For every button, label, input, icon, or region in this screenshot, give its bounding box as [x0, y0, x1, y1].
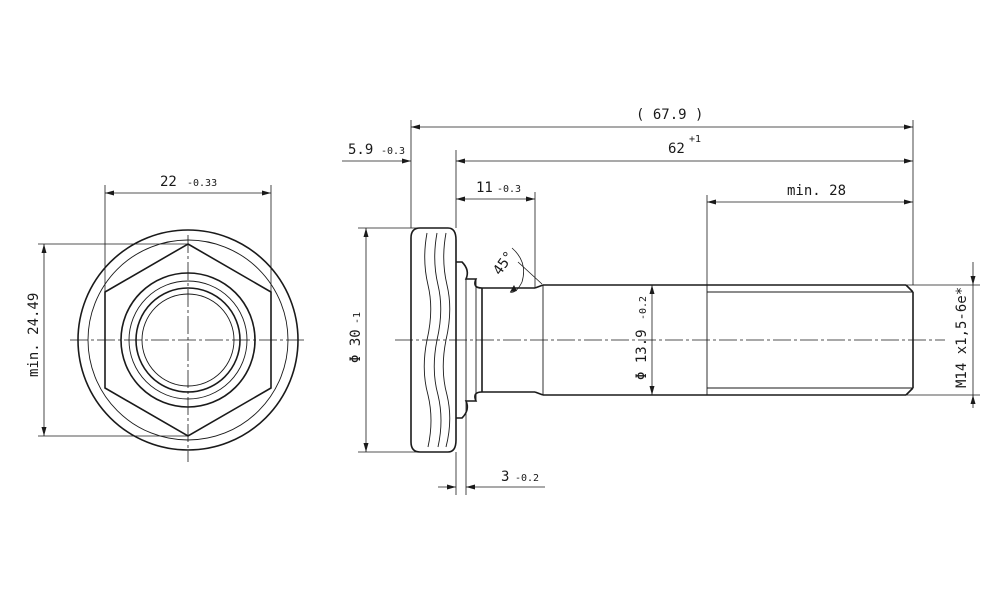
dim-22-tol: -0.33 [187, 178, 217, 189]
arrowhead [411, 124, 420, 130]
arrowhead [447, 484, 456, 490]
collar-top [456, 261, 483, 289]
arrowhead [456, 196, 465, 202]
arrowhead [41, 427, 47, 436]
angle-label: 45° [490, 248, 518, 278]
arrowhead [904, 158, 913, 164]
arrowhead [105, 190, 114, 196]
dim-59-tol: -0.3 [381, 146, 405, 157]
dim-30-tol: -1 [352, 312, 363, 324]
angle-leader [517, 261, 543, 285]
knurl-line [442, 232, 451, 448]
dim-62-label: 62 [668, 141, 685, 157]
arrowhead [970, 395, 976, 404]
dim-11-tol: -0.3 [497, 184, 521, 195]
chamfer-top [534, 284, 544, 289]
arrowhead [456, 158, 465, 164]
dim-62-tol: +1 [689, 134, 701, 145]
arrowhead [363, 443, 369, 452]
knurl-line [423, 232, 432, 448]
chamfer-bottom [534, 391, 544, 396]
arrowhead [262, 190, 271, 196]
side-view: ( 67.9 ) 62 +1 5.9 -0.3 11 -0.3 min. 28 … [342, 107, 980, 495]
arrowhead [510, 285, 517, 292]
dim-2449-label: min. 24.49 [26, 293, 42, 377]
arrowhead [402, 158, 411, 164]
arrowhead [363, 228, 369, 237]
arrowhead [41, 244, 47, 253]
flange-head [410, 227, 457, 453]
dim-679-label: ( 67.9 ) [636, 107, 703, 123]
arrowhead [466, 484, 475, 490]
knurl-line [433, 232, 442, 448]
arrowhead [707, 199, 716, 205]
arrowhead [904, 124, 913, 130]
dim-3-label: 3 [501, 469, 509, 485]
arrowhead [526, 196, 535, 202]
thread-spec-label: M14 x1,5-6e* [954, 287, 970, 388]
end-view: 22 -0.33 min. 24.49 [26, 174, 305, 462]
dim-11-label: 11 [476, 180, 493, 196]
arrowhead [649, 285, 655, 294]
arrowhead [904, 199, 913, 205]
angle-arc [509, 247, 525, 293]
arrowhead [649, 386, 655, 395]
collar-bottom [456, 391, 483, 419]
end-chamfer-top [905, 284, 914, 293]
dim-22-label: 22 [160, 174, 177, 190]
dim-3-tol: -0.2 [515, 473, 539, 484]
dim-139-tol: -0.2 [638, 296, 649, 320]
dim-30-label: Φ 30 [348, 329, 364, 363]
arrowhead [970, 276, 976, 285]
dim-59-label: 5.9 [348, 142, 373, 158]
dim-28-label: min. 28 [787, 183, 846, 199]
dim-139-label: Φ 13.9 [634, 329, 650, 380]
end-chamfer-bottom [905, 387, 914, 396]
